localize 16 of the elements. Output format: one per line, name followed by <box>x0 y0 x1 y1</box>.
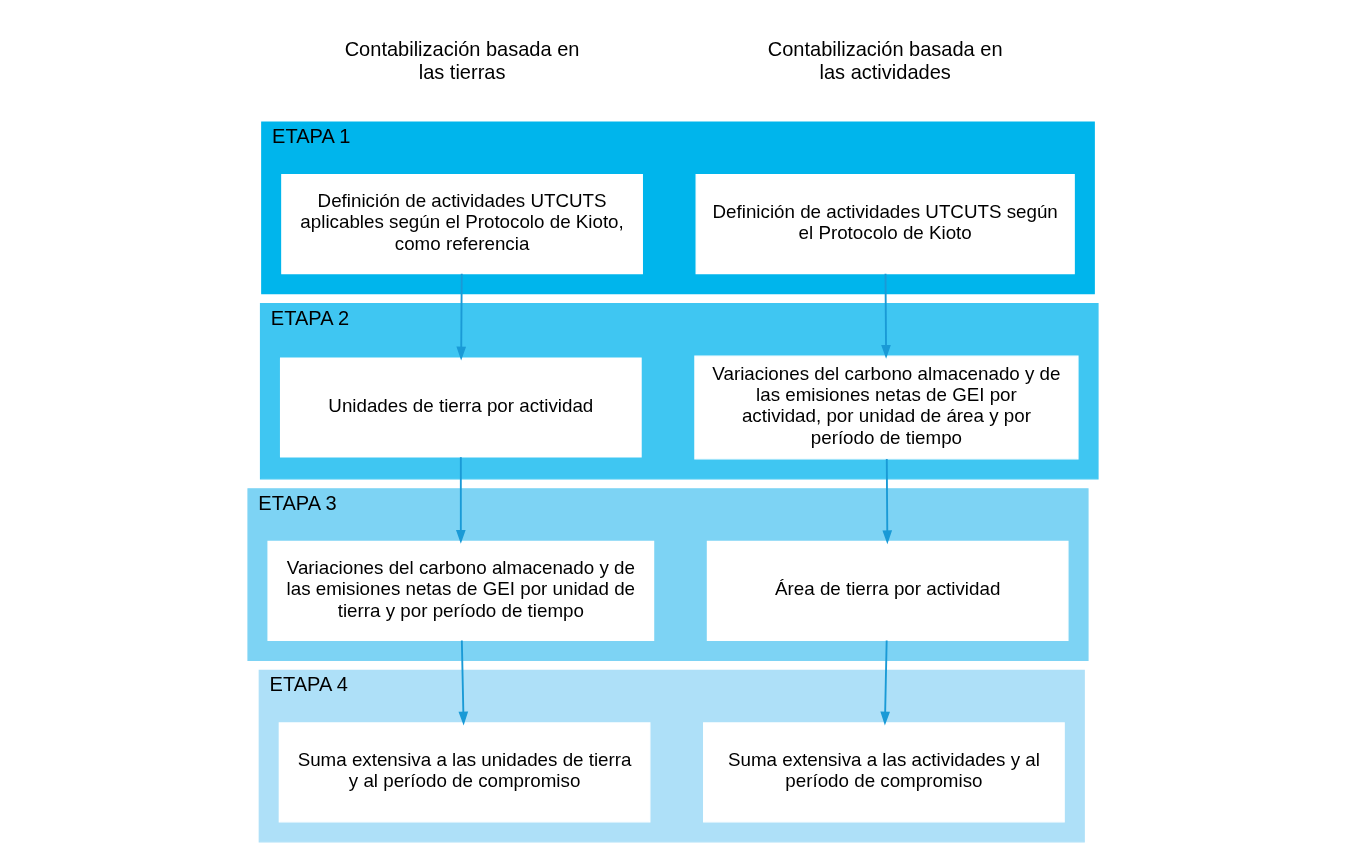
node-box: Definición de actividades UTCUTS según el Protocolo de Kioto <box>695 174 1075 275</box>
node-box: Unidades de tierra por actividad <box>279 357 642 458</box>
arrow <box>456 456 466 544</box>
node-box: Definición de actividades UTCUTS aplicables según el Protocolo de Kioto, como referencia <box>281 174 643 275</box>
arrow <box>882 458 893 545</box>
label: Contabilización basada en las tierras <box>344 38 580 83</box>
arrow <box>881 272 891 359</box>
node-box: Suma extensiva a las unidades de tierra y al período de compromiso <box>278 722 651 823</box>
arrow <box>880 639 890 726</box>
node-box: Suma extensiva a las actividades y al período de compromiso <box>703 722 1065 823</box>
node-box: Variaciones del carbono almacenado y de las emisiones netas de GEI por unidad de tierra y por período de tiempo <box>267 540 655 641</box>
node-box: Variaciones del carbono almacenado y de las emisiones netas de GEI por actividad, por unidad de área y por período de tiempo <box>694 355 1079 460</box>
label: Contabilización basada en las actividades <box>767 38 1003 83</box>
arrow <box>456 272 467 361</box>
arrow <box>458 639 469 726</box>
node-box: Área de tierra por actividad <box>706 540 1069 641</box>
